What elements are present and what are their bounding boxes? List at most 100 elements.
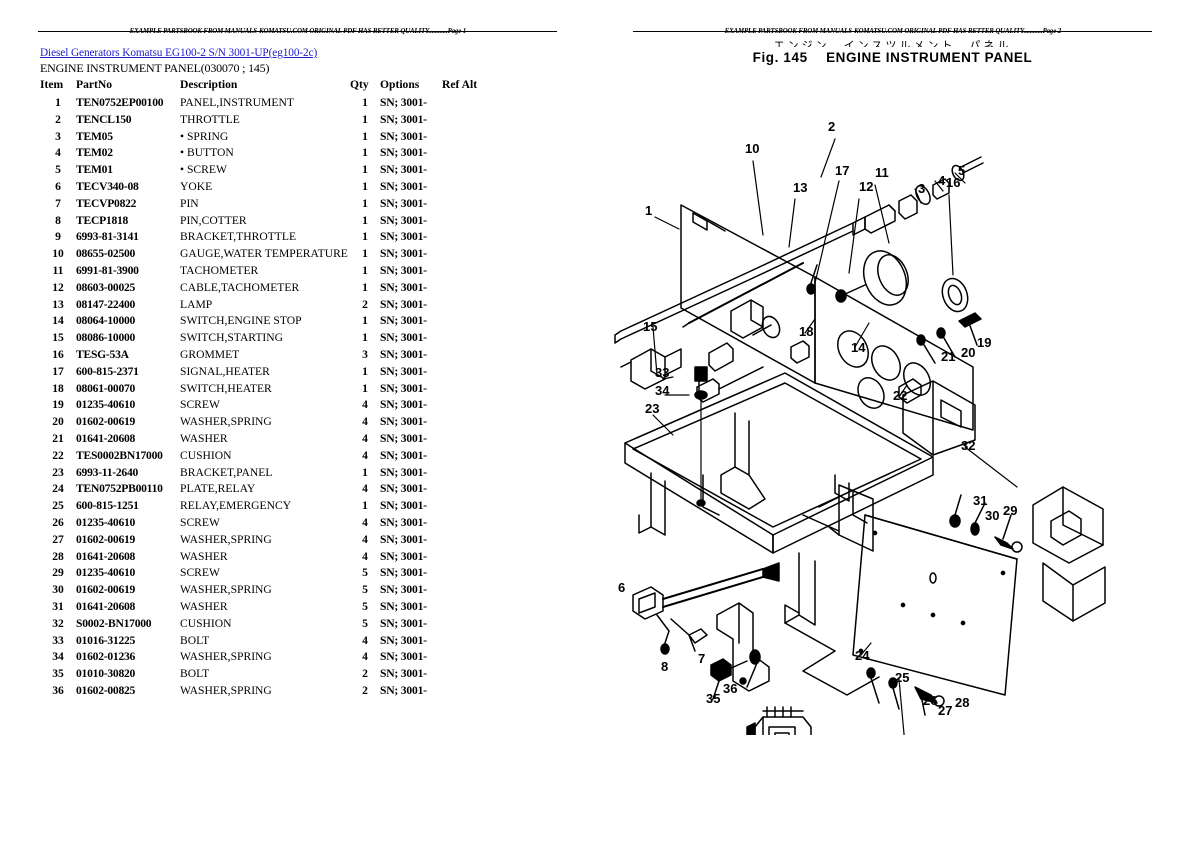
col-refalt: Ref Alt [442,78,478,91]
callout-36: 36 [723,681,737,696]
cell-desc: RELAY,EMERGENCY [180,499,292,513]
cell-qty: 1 [362,247,368,261]
cushion-bracket-right [1032,486,1106,622]
cell-opt: SN; 3001- [380,683,427,697]
callout-31: 31 [973,493,987,508]
relay-plate [852,514,1018,696]
left-page: EXAMPLE PARTSBOOK FROM MANUALS-KOMATSU.C… [38,26,557,701]
bolt-group-19-20-21 [916,312,982,364]
cell-desc: SWITCH,HEATER [180,381,272,395]
cell-item: 6 [55,179,61,193]
cell-qty: 4 [362,482,368,496]
cell-item: 28 [52,549,64,563]
cell-desc: TACHOMETER [180,263,259,277]
cell-part: 01641-20608 [76,599,136,613]
cell-opt: SN; 3001- [380,364,427,378]
cell-qty: 1 [362,263,368,277]
cell-part: 01235-40610 [76,515,136,529]
cell-ref [442,264,496,281]
cell-part: 01602-00619 [76,532,136,546]
callout-10: 10 [745,141,759,156]
cell-part: 08655-02500 [76,247,136,261]
cell-opt: SN; 3001- [380,314,427,328]
cell-item: 27 [52,532,64,546]
cell-desc: WASHER,SPRING [180,650,272,664]
cell-qty: 1 [362,112,368,126]
cell-opt: SN; 3001- [380,146,427,160]
cell-part: TECV340-08 [76,179,139,193]
cell-ref [442,113,496,130]
cell-desc: • SPRING [180,129,229,143]
cell-ref [442,617,496,634]
cell-item: 22 [52,448,64,462]
cell-opt: SN; 3001- [380,213,427,227]
cell-part: TECP1818 [76,213,129,227]
cell-ref [442,331,496,348]
page-banner-right: EXAMPLE PARTSBOOK FROM MANUALS-KOMATSU.C… [595,20,1190,38]
cell-item: 19 [52,398,64,412]
instrument-panel-plate [680,204,974,431]
cell-part: TESG-53A [76,347,129,361]
cell-item: 18 [52,381,64,395]
cell-qty: 5 [362,616,368,630]
cell-item: 16 [52,347,64,361]
cell-qty: 4 [362,633,368,647]
cell-ref [442,566,496,583]
cell-ref [442,365,496,382]
cell-item: 21 [52,431,64,445]
cell-part: 01602-00619 [76,415,136,429]
cell-item: 5 [55,163,61,177]
cell-opt: SN; 3001- [380,583,427,597]
cell-ref [442,466,496,483]
cell-ref [442,146,496,163]
breadcrumb-link[interactable]: Diesel Generators Komatsu EG100-2 S/N 30… [40,47,318,59]
leader-lines [652,138,1018,735]
callout-7: 7 [698,651,705,666]
cell-item: 26 [52,515,64,529]
cell-desc: LAMP [180,297,213,311]
cell-qty: 1 [362,314,368,328]
cell-desc: • BUTTON [180,146,234,160]
cell-desc: YOKE [180,179,213,193]
cell-item: 12 [52,280,64,294]
fig-word: Fig. [752,50,780,65]
callout-2: 2 [828,119,835,134]
